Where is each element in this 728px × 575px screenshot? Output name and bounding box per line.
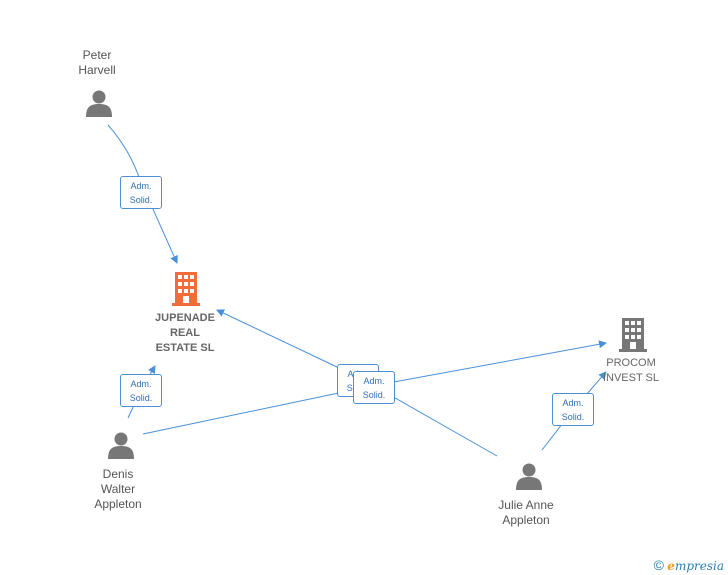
role-label-julie-procom: Adm. Solid. <box>552 393 594 426</box>
person-icon[interactable] <box>516 463 542 491</box>
person-name-denis-walter-appleton[interactable]: Denis Walter Appleton <box>94 467 142 511</box>
person-name-julie-anne-appleton[interactable]: Julie Anne Appleton <box>498 498 554 527</box>
building-icon[interactable] <box>619 318 647 352</box>
person-name-peter-harvell[interactable]: Peter Harvell <box>78 48 116 77</box>
company-name-procom-invest[interactable]: PROCOM INVEST SL <box>602 357 660 384</box>
role-label-peter-jupenade: Adm. Solid. <box>120 176 162 209</box>
role-label-denis-jupenade: Adm. Solid. <box>120 374 162 407</box>
copyright-symbol: © <box>653 557 664 573</box>
person-icon[interactable] <box>108 432 134 460</box>
brand-logo: empresia <box>667 559 724 573</box>
empresia-watermark: © empresia <box>654 557 724 573</box>
company-name-jupenade-real-estate[interactable]: JUPENADE REAL ESTATE SL <box>155 312 215 354</box>
building-icon[interactable] <box>172 272 200 306</box>
person-icon[interactable] <box>86 90 112 118</box>
role-label-denis-procom: Adm. Solid. <box>353 371 395 404</box>
